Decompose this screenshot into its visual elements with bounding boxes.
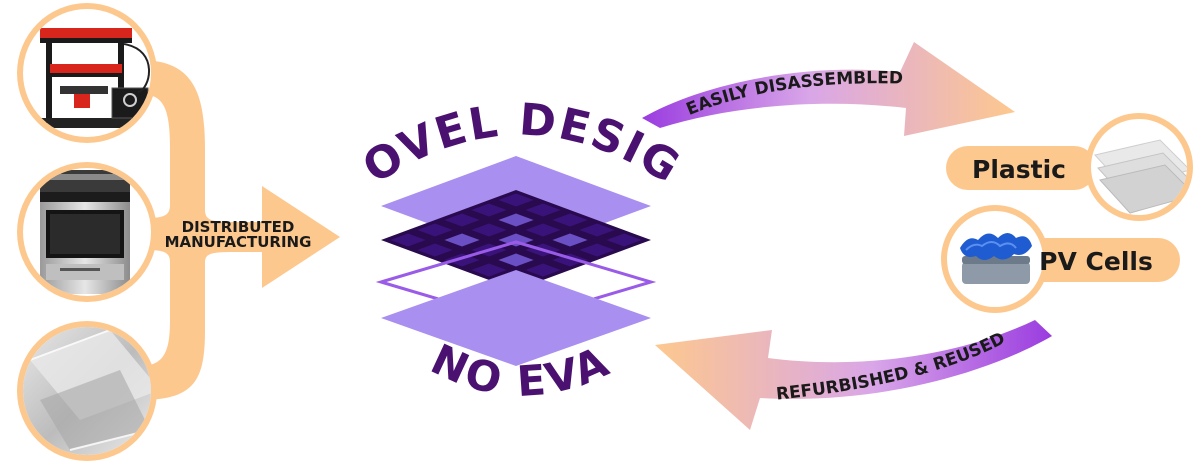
plastic-sheets-photo	[1094, 139, 1187, 214]
pv-cell	[471, 203, 507, 217]
pv-cell	[471, 263, 507, 277]
hot-press-machine-photo	[17, 3, 157, 143]
kitchen-oven-photo	[17, 162, 157, 302]
pv-cell	[498, 193, 534, 207]
plastic-label: Plastic	[972, 155, 1066, 184]
plastic-output: Plastic	[946, 113, 1193, 221]
pv-cell	[390, 233, 426, 247]
pv-cell	[471, 223, 507, 237]
pv-cell	[525, 203, 561, 217]
pv-cell	[525, 223, 561, 237]
pv-cell	[552, 213, 588, 227]
pv-cell	[552, 233, 588, 247]
pv-cell	[498, 213, 534, 227]
pv-cell	[498, 253, 534, 267]
pv-cell	[579, 243, 615, 257]
bottom-glass-layer	[381, 270, 651, 366]
pv-cell	[417, 223, 453, 237]
pv-cell	[579, 223, 615, 237]
easily-disassembled-arrow: EASILY DISASSEMBLED	[642, 42, 1015, 136]
pv-cell	[444, 233, 480, 247]
pv-cell	[417, 243, 453, 257]
pv-cell	[525, 263, 561, 277]
arrow-label-line1: DISTRIBUTED	[182, 218, 295, 236]
arrow-label-line2: MANUFACTURING	[165, 233, 312, 251]
glass-sheets-photo	[17, 321, 157, 461]
pv-cell	[606, 233, 642, 247]
pv-cells-output: PV Cells	[941, 205, 1180, 313]
distributed-manufacturing-arrow: DISTRIBUTED MANUFACTURING	[140, 60, 340, 400]
pv-cells-label: PV Cells	[1039, 247, 1153, 276]
pv-cell	[552, 253, 588, 267]
refurbished-reused-arrow: REFURBISHED & REUSED	[655, 320, 1052, 430]
pv-cells-stack-photo	[960, 233, 1032, 284]
pv-cell	[444, 213, 480, 227]
